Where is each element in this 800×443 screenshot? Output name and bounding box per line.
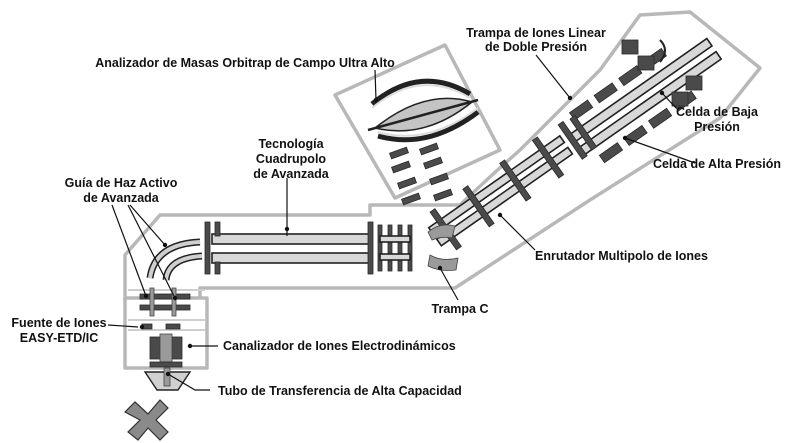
label-orbitrap: Analizador de Masas Orbitrap de Campo Ul… xyxy=(95,56,395,70)
orbitrap-analyzer xyxy=(367,78,480,206)
label-ion-funnel: Canalizador de Iones Electrodinámicos xyxy=(223,339,456,353)
label-source-line2: EASY-ETD/IC xyxy=(20,331,99,345)
label-high-pressure: Celda de Alta Presión xyxy=(653,157,781,171)
label-transfer-tube: Tubo de Transferencia de Alta Capacidad xyxy=(218,384,462,398)
label-ion-trap-line1: Trampa de Iones Linear xyxy=(466,26,606,40)
label-router: Enrutador Multipolo de Iones xyxy=(535,249,708,263)
ion-trap-end-caps xyxy=(621,39,703,107)
label-ion-trap-line2: de Doble Presión xyxy=(485,40,587,54)
leader-dots xyxy=(139,90,665,377)
label-quadrupole-line1: Tecnología xyxy=(258,137,324,151)
label-low-pressure-line2: Presión xyxy=(694,120,740,134)
label-quadrupole-line2: Cuadrupolo xyxy=(256,152,326,166)
label-source-line1: Fuente de Iones xyxy=(11,316,106,330)
ion-source-assembly xyxy=(141,323,192,391)
label-beam-guide-line1: Guía de Haz Activo xyxy=(65,176,178,190)
labels: Analizador de Masas Orbitrap de Campo Ul… xyxy=(11,26,781,398)
leader-lines xyxy=(107,54,696,391)
label-c-trap: Trampa C xyxy=(432,302,489,316)
c-trap xyxy=(427,224,459,271)
ion-routing-multipole xyxy=(427,115,598,251)
advanced-quadrupole xyxy=(204,221,413,275)
inlet-cross xyxy=(124,399,169,441)
active-beam-guide xyxy=(139,238,203,317)
label-beam-guide-line2: de Avanzada xyxy=(83,191,160,205)
label-quadrupole-line3: de Avanzada xyxy=(253,167,330,181)
label-low-pressure-line1: Celda de Baja xyxy=(676,105,759,119)
